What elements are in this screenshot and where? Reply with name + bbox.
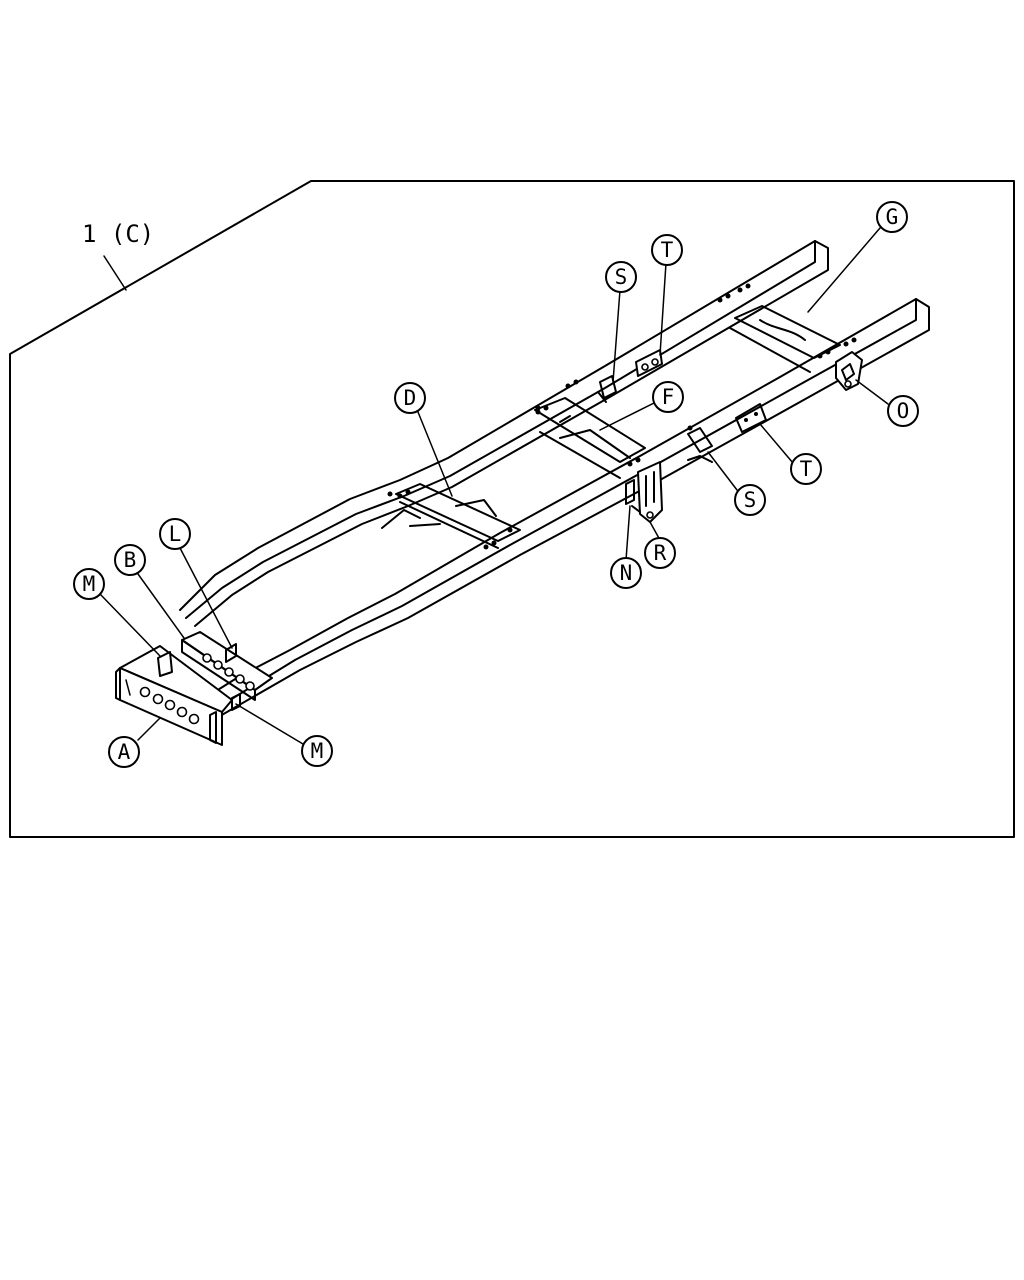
- svg-text:M: M: [311, 739, 324, 763]
- crossmember-g: [717, 283, 857, 373]
- callout-l: L: [159, 518, 191, 550]
- assembly-label: 1 (C): [82, 220, 154, 248]
- svg-text:R: R: [654, 541, 667, 565]
- svg-text:A: A: [118, 740, 131, 764]
- callout-r: R: [644, 537, 676, 569]
- svg-text:O: O: [897, 399, 910, 423]
- near-side-rail: [204, 298, 930, 717]
- svg-text:T: T: [800, 457, 813, 481]
- callout-o: O: [887, 395, 919, 427]
- svg-text:S: S: [615, 265, 628, 289]
- leader-lines: [99, 227, 889, 745]
- assembly-leader: [103, 255, 127, 291]
- crossmember-f: [534, 397, 646, 479]
- callout-d: D: [394, 382, 426, 414]
- far-side-rail: [179, 240, 829, 627]
- svg-text:B: B: [124, 548, 137, 572]
- svg-text:G: G: [886, 205, 899, 229]
- callout-s-bottom: S: [734, 484, 766, 516]
- bracket-s-top: [597, 375, 617, 403]
- callout-m-bottom: M: [301, 735, 333, 767]
- bracket-s-bottom: [687, 425, 713, 463]
- callout-a: A: [108, 736, 140, 768]
- callout-t-bottom: T: [790, 453, 822, 485]
- svg-text:T: T: [661, 238, 674, 262]
- bracket-t-top: [635, 349, 663, 377]
- svg-text:F: F: [662, 385, 675, 409]
- second-crossmember: [157, 631, 273, 711]
- svg-text:D: D: [404, 386, 417, 410]
- svg-text:N: N: [620, 561, 633, 585]
- svg-text:L: L: [169, 522, 182, 546]
- callout-m-left: M: [73, 568, 105, 600]
- svg-text:M: M: [83, 572, 96, 596]
- callout-s-top: S: [605, 261, 637, 293]
- callout-n: N: [610, 557, 642, 589]
- front-crossmember: [115, 645, 233, 746]
- callout-t-top: T: [651, 234, 683, 266]
- callout-f: F: [652, 381, 684, 413]
- svg-text:S: S: [744, 488, 757, 512]
- bracket-n: [625, 479, 641, 513]
- plate-o: [835, 351, 863, 391]
- crossmember-d: [381, 483, 521, 550]
- spring-hanger-r: [637, 461, 663, 523]
- assembly-boundary: [9, 180, 1015, 838]
- bracket-t-bottom: [735, 403, 767, 433]
- callout-b: B: [114, 544, 146, 576]
- callout-g: G: [876, 201, 908, 233]
- far-rail-holes: [387, 379, 579, 497]
